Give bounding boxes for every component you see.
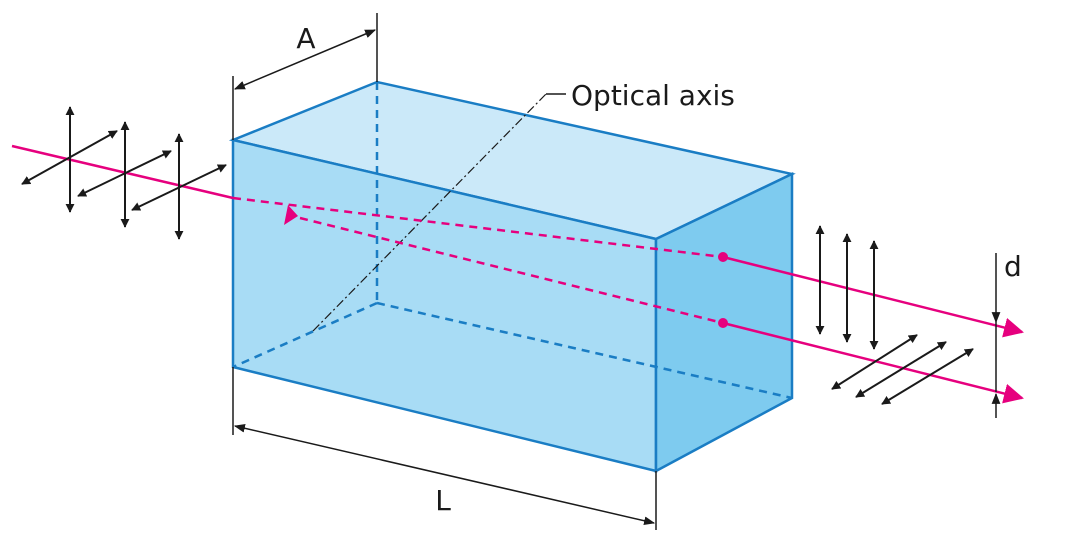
internal-beam-ordinary [232,196,724,259]
outgoing-polarization [815,225,974,405]
optical-axis-label: Optical axis [571,79,735,112]
internal-direction-arrowhead [284,205,298,225]
dimension-a [232,13,378,140]
incoming-polarization [21,106,227,240]
beam-markers [284,205,728,328]
crystal-block [228,80,796,474]
dimension-l-label: L [435,484,451,517]
internal-beam-extraordinary [299,216,724,325]
dimension-d-label: d [1004,250,1022,283]
dimension-a-arrow [233,29,377,90]
dimension-l [232,367,657,530]
polarization-diagonal-arrow [855,341,947,398]
exit-point-ordinary [718,252,728,262]
dimension-l-arrow [233,423,656,526]
exit-point-extraordinary [718,318,728,328]
dimension-a-label: A [296,22,315,55]
polarization-diagonal-arrow [77,150,172,197]
polarization-diagonal-arrow [131,164,227,211]
polarization-diagonal-arrow [21,130,118,185]
polarization-diagonal-arrow [881,348,974,405]
optical-axis-line [312,93,547,332]
